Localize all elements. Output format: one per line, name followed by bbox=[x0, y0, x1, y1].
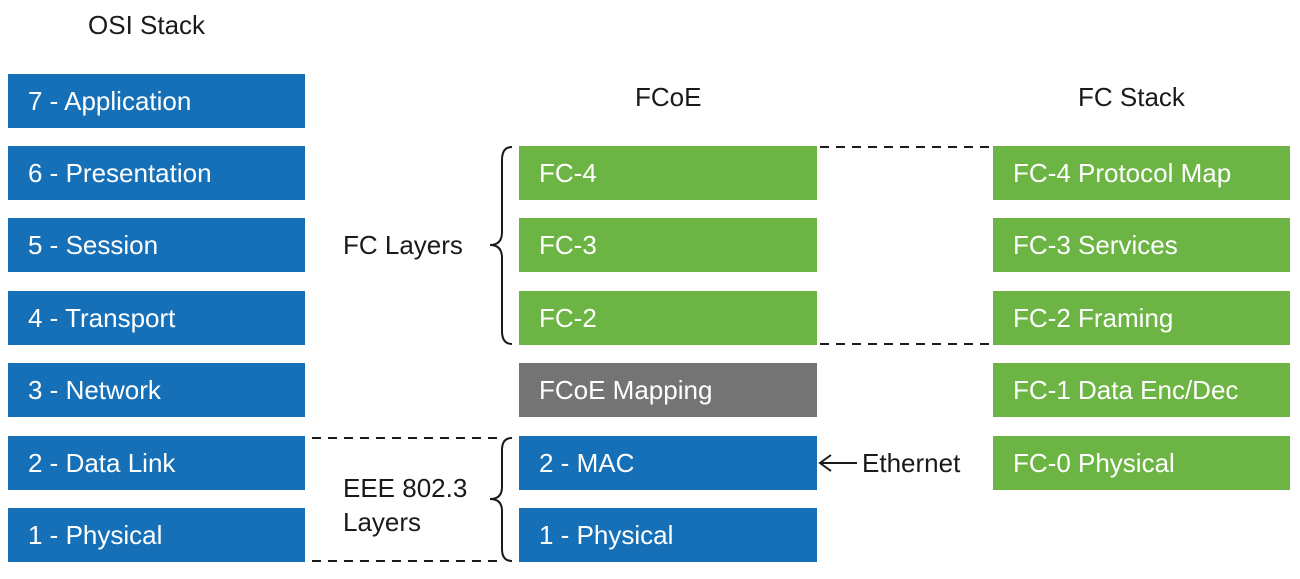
osi-layer-4: 4 - Transport bbox=[8, 291, 305, 345]
fcoe-title: FCoE bbox=[635, 82, 702, 112]
osi-layer-7: 7 - Application bbox=[8, 74, 305, 128]
fc-layer-3: FC-3 Services bbox=[993, 218, 1290, 272]
osi-layer-2: 2 - Data Link bbox=[8, 436, 305, 490]
fcoe-mapping: FCoE Mapping bbox=[519, 363, 817, 417]
osi-stack-title: OSI Stack bbox=[88, 10, 206, 40]
osi-layer-5: 5 - Session bbox=[8, 218, 305, 272]
fcoe-layer-physical: 1 - Physical bbox=[519, 508, 817, 562]
ethernet-arrow-icon bbox=[818, 454, 857, 472]
ieee-layers-label-line2: Layers bbox=[343, 507, 422, 537]
fcoe-layer-fc2: FC-2 bbox=[519, 291, 817, 345]
osi-layer-1: 1 - Physical bbox=[8, 508, 305, 562]
fc-layer-2: FC-2 Framing bbox=[993, 291, 1290, 345]
fcoe-layer-mac: 2 - MAC bbox=[519, 436, 817, 490]
osi-layer-3: 3 - Network bbox=[8, 363, 305, 417]
ethernet-label: Ethernet bbox=[862, 448, 961, 478]
fcoe-layer-fc4: FC-4 bbox=[519, 146, 817, 200]
ieee-layers-label-line1: EEE 802.3 bbox=[343, 473, 468, 503]
fcoe-layer-fc3: FC-3 bbox=[519, 218, 817, 272]
fc-layers-label: FC Layers bbox=[343, 230, 463, 260]
fc-layer-1: FC-1 Data Enc/Dec bbox=[993, 363, 1290, 417]
fc-layers-brace bbox=[489, 146, 513, 345]
fc-layer-0: FC-0 Physical bbox=[993, 436, 1290, 490]
fc-layer-4: FC-4 Protocol Map bbox=[993, 146, 1290, 200]
ieee-layers-brace bbox=[489, 437, 513, 562]
fc-stack-title: FC Stack bbox=[1078, 82, 1185, 112]
osi-layer-6: 6 - Presentation bbox=[8, 146, 305, 200]
